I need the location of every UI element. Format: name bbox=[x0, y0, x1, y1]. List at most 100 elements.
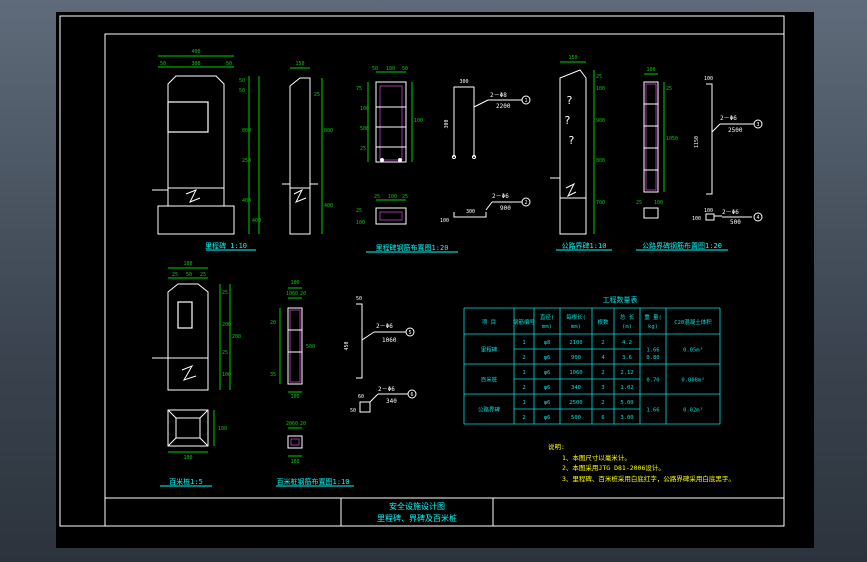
table-cell: 3 bbox=[601, 385, 604, 391]
milestone-side-view bbox=[282, 77, 318, 235]
svg-text:900: 900 bbox=[596, 118, 605, 124]
svg-text:800: 800 bbox=[596, 158, 605, 164]
rebar-2-shape bbox=[453, 212, 487, 218]
svg-text:10: 10 bbox=[286, 291, 292, 297]
outer-frame bbox=[59, 15, 785, 527]
table-cell: 3.6 bbox=[622, 355, 632, 361]
svg-text:100: 100 bbox=[290, 459, 299, 465]
svg-text:100: 100 bbox=[218, 426, 227, 432]
svg-text:450: 450 bbox=[344, 341, 350, 350]
table-cell: 2 bbox=[522, 415, 525, 421]
svg-text:400: 400 bbox=[242, 198, 251, 204]
rebar-5-label: 50 450 2－Φ6 1060 5 bbox=[344, 296, 415, 351]
svg-text:25: 25 bbox=[402, 194, 408, 200]
table-cell: 2500 bbox=[569, 400, 582, 406]
svg-text:200: 200 bbox=[232, 334, 241, 340]
svg-text:50: 50 bbox=[160, 61, 166, 67]
svg-text:100: 100 bbox=[360, 106, 369, 112]
svg-text:50: 50 bbox=[350, 408, 356, 414]
rebar-3-shape bbox=[706, 83, 713, 195]
svg-text:6: 6 bbox=[410, 392, 413, 398]
milestone-rebar-dims: 50 100 50 75 100 500 25 100 bbox=[356, 66, 423, 162]
svg-text:400: 400 bbox=[324, 203, 333, 209]
svg-text:300: 300 bbox=[466, 209, 475, 215]
table-cell: φ8 bbox=[544, 340, 551, 346]
km-marker-rebar-title: 公路界碑钢筋布置图1:20 bbox=[642, 241, 722, 250]
table-header-cell: C20混凝土体积 bbox=[674, 318, 712, 326]
table-cell: 340 bbox=[571, 385, 581, 391]
svg-text:2: 2 bbox=[524, 200, 527, 206]
svg-text:500: 500 bbox=[306, 344, 315, 350]
table-cell: 6 bbox=[601, 415, 604, 421]
rebar-5-shape bbox=[356, 303, 363, 379]
rebar-6-shape bbox=[359, 401, 371, 413]
svg-text:2－Φ6: 2－Φ6 bbox=[720, 115, 737, 122]
svg-text:100: 100 bbox=[414, 118, 423, 124]
svg-text:25: 25 bbox=[666, 86, 672, 92]
km-marker-rebar bbox=[643, 81, 659, 219]
svg-text:700: 700 bbox=[596, 200, 605, 206]
table-cell: 1.66 bbox=[646, 348, 659, 354]
svg-text:50: 50 bbox=[239, 88, 245, 94]
note-2: 2、本图采用JTG D81-2006设计。 bbox=[562, 463, 665, 472]
table-header-cell: 钢筋编号 bbox=[513, 318, 536, 326]
svg-text:25: 25 bbox=[314, 92, 320, 98]
guide-post-rebar-title: 百米桩钢筋布置图1:10 bbox=[277, 477, 350, 486]
svg-text:50: 50 bbox=[186, 272, 192, 278]
table-cell: φ6 bbox=[544, 385, 551, 391]
svg-text:60: 60 bbox=[358, 394, 364, 400]
svg-text:100: 100 bbox=[646, 67, 655, 73]
svg-text:60: 60 bbox=[292, 421, 298, 427]
svg-text:100: 100 bbox=[290, 280, 299, 286]
svg-text:2－Φ6: 2－Φ6 bbox=[722, 209, 739, 216]
svg-text:340: 340 bbox=[386, 398, 397, 405]
svg-text:25: 25 bbox=[222, 350, 228, 356]
svg-text:100: 100 bbox=[654, 200, 663, 206]
guide-post-elevation bbox=[152, 283, 209, 391]
table-cell: 里程碑 bbox=[481, 346, 498, 354]
milestone-elevation bbox=[152, 75, 235, 235]
notes: 说明: 1、本图尺寸以毫米计。 2、本图采用JTG D81-2006设计。 3、… bbox=[548, 442, 735, 483]
svg-text:100: 100 bbox=[356, 220, 365, 226]
svg-text:4: 4 bbox=[756, 215, 759, 221]
svg-text:20: 20 bbox=[286, 421, 292, 427]
table-cell: 2100 bbox=[569, 340, 582, 346]
notes-heading: 说明: bbox=[548, 442, 565, 451]
cad-drawing: 安全设施设计图 里程碑、界碑及百米桩 400 50 300 50 50 50 8… bbox=[59, 15, 785, 527]
svg-text:100: 100 bbox=[290, 394, 299, 400]
table-header-cell: kg) bbox=[648, 324, 658, 330]
table-header-cell: 重 量( bbox=[644, 313, 662, 321]
table-cell: 2 bbox=[601, 370, 604, 376]
title-block: 安全设施设计图 里程碑、界碑及百米桩 bbox=[105, 497, 784, 526]
svg-text:25: 25 bbox=[596, 74, 602, 80]
table-cell: 500 bbox=[571, 415, 581, 421]
quantity-table: 项 目钢筋编号直径(mm)每根长(mm)根数总 长(m)重 量(kg)C20混凝… bbox=[463, 307, 721, 425]
table-cell: φ6 bbox=[544, 355, 551, 361]
table-cell: 0.008m³ bbox=[681, 377, 704, 384]
svg-text:5: 5 bbox=[408, 330, 411, 336]
rebar-1-label: 300 300 2－Φ8 2200 1 bbox=[444, 79, 531, 129]
svg-text:25: 25 bbox=[200, 272, 206, 278]
svg-text:100: 100 bbox=[386, 66, 395, 72]
quantity-table-title: 工程数量表 bbox=[603, 295, 638, 304]
question-mark-2: ? bbox=[564, 114, 571, 127]
table-cell: 0.02m³ bbox=[683, 407, 703, 414]
milestone-rebar-plan bbox=[375, 207, 407, 225]
svg-text:800: 800 bbox=[324, 128, 333, 134]
guide-post-title: 百米桩1:5 bbox=[169, 477, 203, 486]
milestone-rebar-plan-dims: 25 100 25 25 100 bbox=[356, 194, 408, 226]
table-cell: 1 bbox=[522, 370, 525, 376]
rebar-4-label: 100 100 2－Φ6 500 4 bbox=[692, 208, 763, 226]
table-header-cell: 每根长( bbox=[566, 313, 586, 321]
svg-text:2－Φ6: 2－Φ6 bbox=[376, 323, 393, 330]
svg-text:25: 25 bbox=[222, 290, 228, 296]
table-header-cell: 直径( bbox=[540, 313, 554, 321]
svg-text:2－Φ6: 2－Φ6 bbox=[378, 386, 395, 393]
svg-text:50: 50 bbox=[356, 296, 362, 302]
table-header-cell: 总 长 bbox=[620, 313, 635, 321]
svg-text:20: 20 bbox=[270, 320, 276, 326]
svg-text:60: 60 bbox=[292, 291, 298, 297]
note-1: 1、本图尺寸以毫米计。 bbox=[562, 453, 631, 462]
svg-text:25: 25 bbox=[636, 200, 642, 206]
